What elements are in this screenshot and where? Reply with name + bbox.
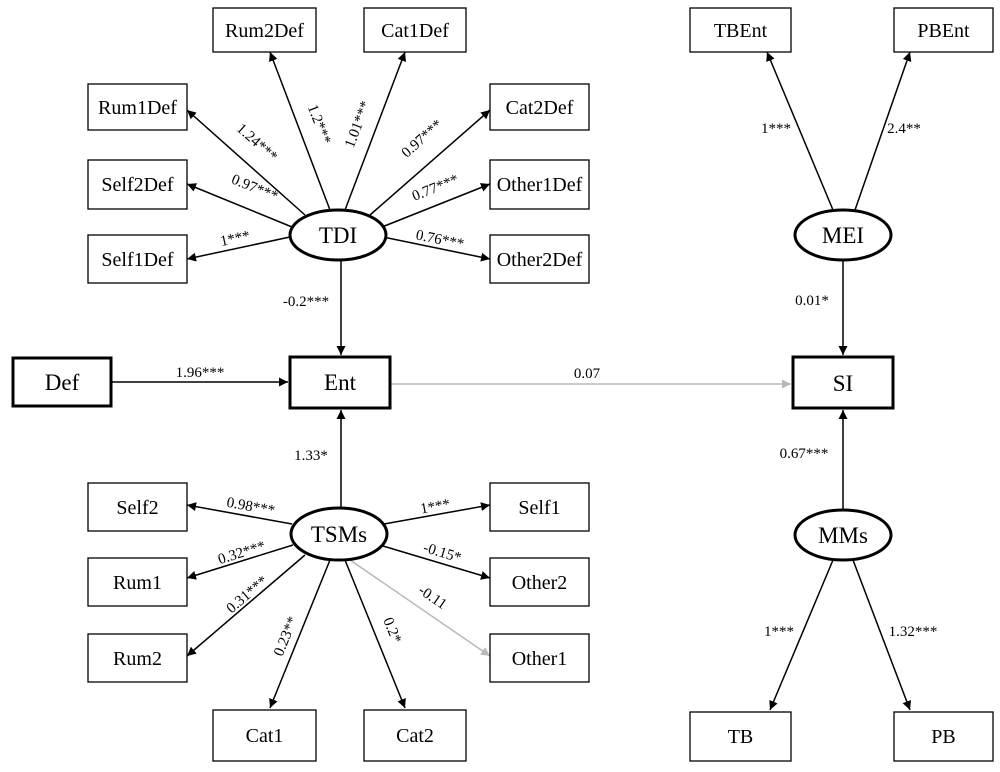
node-cat1def: Cat1Def — [363, 7, 467, 53]
svg-text:TSMs: TSMs — [311, 522, 367, 547]
svg-text:Cat2: Cat2 — [396, 725, 434, 747]
coef-mei-si: 0.01* — [795, 293, 829, 309]
coef-tsms-rum2: 0.31*** — [224, 573, 271, 617]
node-cat2: Cat2 — [363, 709, 467, 762]
svg-text:TDI: TDI — [319, 223, 357, 248]
path-tsms-rum1 — [186, 544, 294, 580]
coef-mms-si: 0.67*** — [780, 446, 829, 462]
coef-mms-tb: 1*** — [764, 624, 794, 640]
coef-tsms-cat1: 0.23** — [271, 614, 301, 658]
coef-tdi-rum1def: 1.24*** — [233, 121, 280, 165]
path-tdi-rum1def — [186, 109, 306, 216]
node-ent: Ent — [288, 355, 392, 410]
path-mms-tb — [769, 559, 834, 711]
path-tdi-cat1def — [344, 51, 407, 211]
path-tdi-other2def — [382, 236, 491, 262]
coef-mms-pb: 1.32*** — [889, 624, 938, 640]
node-rum2: Rum2 — [87, 633, 188, 683]
path-tdi-rum2def — [268, 51, 331, 211]
path-tdi-self1def — [186, 236, 291, 262]
path-tsms-other2 — [382, 545, 491, 580]
svg-text:Other1: Other1 — [512, 648, 568, 670]
node-other2def: Other2Def — [489, 234, 590, 284]
node-def: Def — [11, 356, 113, 408]
svg-text:Other1Def: Other1Def — [497, 174, 583, 196]
svg-text:Rum2: Rum2 — [113, 648, 162, 670]
node-self2: Self2 — [87, 482, 188, 532]
path-tsms-cat2 — [344, 559, 406, 709]
node-cat1: Cat1 — [212, 709, 317, 762]
node-rum1: Rum1 — [87, 557, 188, 607]
path-tsms-self1 — [383, 502, 491, 525]
svg-text:Ent: Ent — [324, 370, 357, 395]
svg-text:SI: SI — [833, 371, 853, 396]
path-tdi-other1def — [381, 183, 491, 228]
svg-text:MMs: MMs — [818, 523, 868, 548]
svg-text:TBEnt: TBEnt — [714, 20, 768, 42]
path-tsms-self2 — [186, 502, 293, 525]
svg-text:Cat2Def: Cat2Def — [506, 97, 574, 119]
node-tbent: TBEnt — [689, 7, 792, 53]
node-other1: Other1 — [489, 633, 590, 683]
coef-tsms-self1: 1*** — [419, 497, 451, 518]
coef-tdi-cat1def: 1.01*** — [342, 99, 374, 150]
coef-tdi-ent: -0.2*** — [283, 294, 329, 310]
svg-text:Cat1: Cat1 — [246, 725, 284, 747]
node-mms: MMs — [793, 508, 893, 562]
svg-text:Self2Def: Self2Def — [101, 174, 174, 196]
coef-tdi-rum2def: 1.2*** — [304, 102, 334, 146]
svg-text:Def: Def — [45, 370, 80, 395]
coef-tdi-self1def: 1*** — [219, 228, 252, 250]
svg-text:Cat1Def: Cat1Def — [381, 20, 449, 42]
node-other1def: Other1Def — [489, 159, 590, 210]
coef-tsms-rum1: 0.32*** — [216, 538, 267, 568]
svg-text:Rum1Def: Rum1Def — [98, 97, 177, 119]
coef-tsms-self2: 0.98*** — [225, 495, 276, 519]
svg-text:Self1: Self1 — [518, 497, 560, 519]
coef-mei-tbent: 1*** — [761, 121, 791, 137]
node-other2: Other2 — [489, 557, 590, 607]
node-tb: TB — [689, 711, 792, 762]
node-self2def: Self2Def — [87, 159, 188, 210]
path-mms-pb — [852, 559, 912, 711]
svg-text:Other2: Other2 — [512, 572, 568, 594]
path-mei-tbent — [766, 51, 834, 211]
path-tsms-rum2 — [186, 554, 306, 657]
coef-tsms-ent: 1.33* — [294, 448, 328, 464]
node-pbent: PBEnt — [893, 7, 994, 53]
node-rum2def: Rum2Def — [212, 7, 317, 53]
svg-text:MEI: MEI — [822, 223, 864, 248]
node-mei: MEI — [793, 208, 893, 262]
coef-tdi-self2def: 0.97*** — [229, 172, 280, 205]
coef-mei-pbent: 2.4** — [887, 121, 921, 137]
path-tsms-other1 — [349, 559, 491, 657]
path-tdi-self2def — [186, 183, 293, 228]
svg-text:Self1Def: Self1Def — [101, 249, 174, 271]
path-tdi-cat2def — [369, 109, 491, 216]
node-si: SI — [791, 355, 895, 410]
svg-text:Rum2Def: Rum2Def — [225, 20, 304, 42]
node-self1: Self1 — [489, 482, 590, 532]
node-tsms: TSMs — [289, 506, 389, 562]
svg-text:PBEnt: PBEnt — [917, 20, 970, 42]
svg-text:Other2Def: Other2Def — [497, 249, 583, 271]
path-mei-pbent — [854, 51, 912, 211]
node-pb: PB — [893, 711, 994, 762]
path-tsms-cat1 — [269, 559, 331, 709]
node-self1def: Self1Def — [87, 234, 188, 284]
node-cat2def: Cat2Def — [489, 83, 590, 131]
node-tdi: TDI — [288, 208, 388, 262]
coef-tsms-other2: -0.15* — [421, 540, 463, 566]
svg-text:TB: TB — [728, 726, 754, 748]
svg-text:Self2: Self2 — [116, 497, 158, 519]
svg-text:Rum1: Rum1 — [113, 572, 162, 594]
coef-tsms-cat2: 0.2* — [379, 615, 404, 645]
coef-tdi-other1def: 0.77*** — [410, 172, 461, 205]
node-rum1def: Rum1Def — [87, 83, 188, 131]
coef-def-ent: 1.96*** — [176, 365, 225, 381]
svg-text:PB: PB — [931, 726, 955, 748]
coef-ent-si: 0.07 — [574, 366, 601, 382]
